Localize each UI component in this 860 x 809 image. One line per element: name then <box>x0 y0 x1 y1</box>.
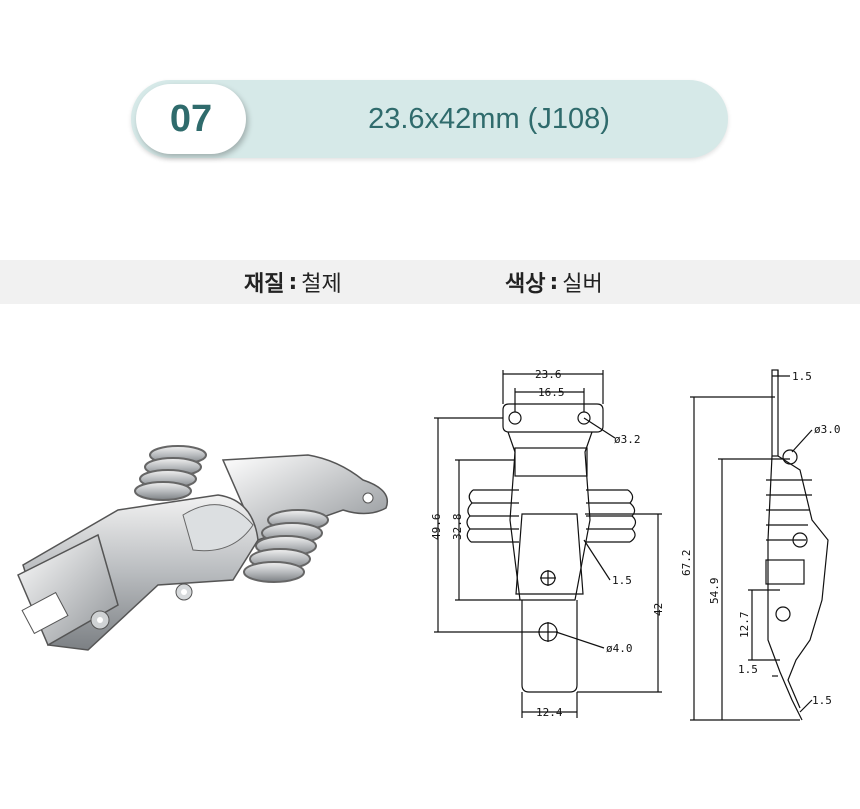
item-number-badge: 07 <box>136 84 246 154</box>
left-spring <box>466 489 519 543</box>
dim-hole-3-2: ø3.2 <box>614 433 641 446</box>
color-value: 실버 <box>562 272 603 297</box>
dim-thickness-1-5-front: 1.5 <box>612 574 632 587</box>
dim-width-16-5: 16.5 <box>538 386 565 399</box>
dim-thickness-1-5-top: 1.5 <box>792 370 812 383</box>
technical-drawing: 23.6 16.5 ø3.2 49.6 32.8 1.5 ø4.0 42 12.… <box>430 368 841 721</box>
dim-height-32-8: 32.8 <box>451 514 464 541</box>
dim-thickness-1-5-side: 1.5 <box>738 663 758 676</box>
material-spec: 재질 : 철제 <box>244 260 342 304</box>
dim-height-12-7: 12.7 <box>738 612 751 639</box>
side-view <box>765 369 829 721</box>
dim-height-42: 42 <box>652 603 665 616</box>
material-value: 철제 <box>301 272 342 297</box>
material-label: 재질 <box>244 272 285 297</box>
dim-hole-3-0: ø3.0 <box>814 423 841 436</box>
spec-band <box>0 260 860 304</box>
top-hole-left <box>508 411 522 425</box>
color-label: 색상 <box>505 272 546 297</box>
material-separator: : <box>288 269 298 295</box>
product-size-title: 23.6x42mm (J108) <box>368 102 610 135</box>
product-photo <box>17 445 388 651</box>
dim-width-23-6: 23.6 <box>535 368 562 381</box>
dim-height-54-9: 54.9 <box>708 578 721 605</box>
dim-height-49-6: 49.6 <box>430 514 443 541</box>
dim-hole-4-0: ø4.0 <box>606 642 633 655</box>
top-plate <box>502 403 604 433</box>
color-spec: 색상 : 실버 <box>505 260 603 304</box>
color-separator: : <box>549 269 559 295</box>
dim-width-12-4: 12.4 <box>536 706 563 719</box>
dim-height-67-2: 67.2 <box>680 550 693 577</box>
dim-thickness-1-5-hook: 1.5 <box>812 694 832 707</box>
right-spring <box>586 489 637 543</box>
